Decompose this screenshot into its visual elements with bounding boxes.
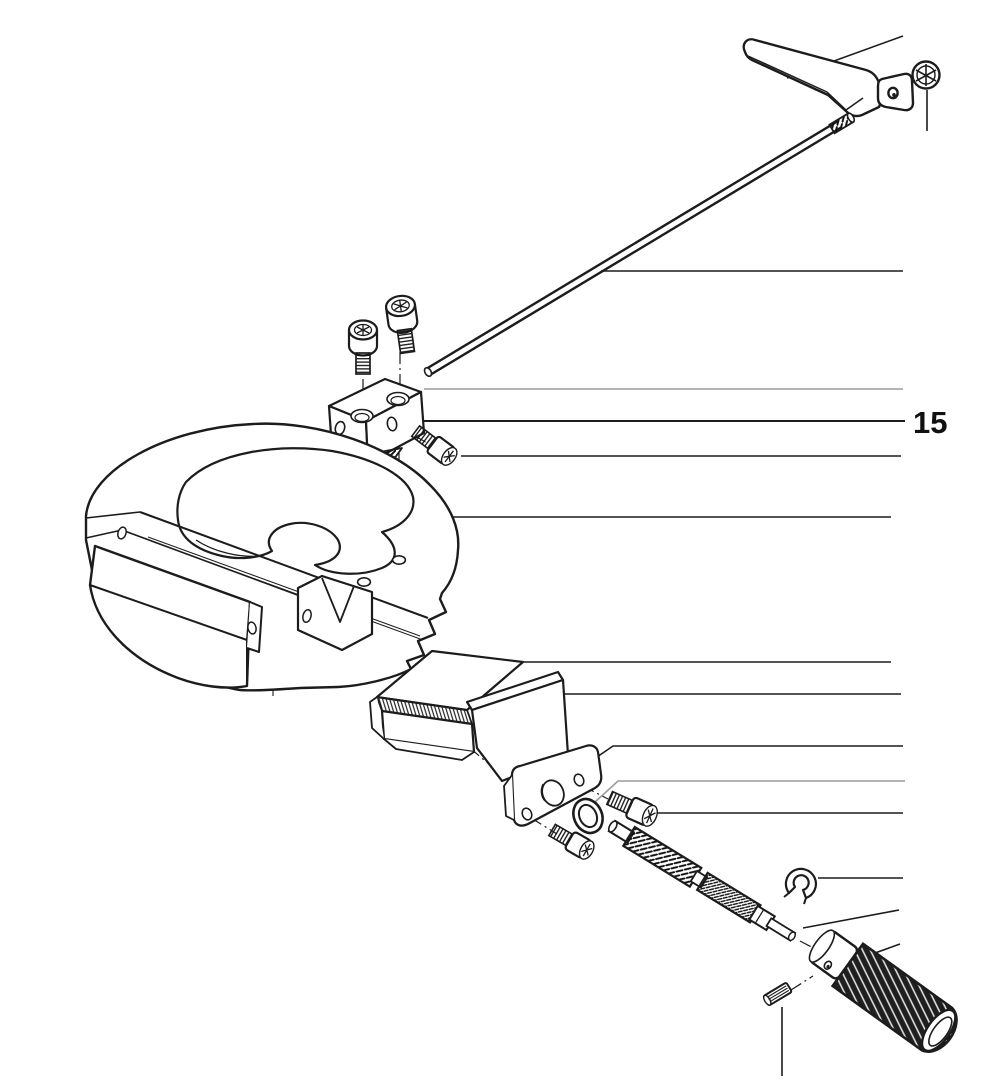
leader-line — [594, 780, 905, 803]
e-clip — [783, 867, 818, 905]
base-hole-channel — [117, 526, 127, 540]
guide-rod — [423, 112, 856, 378]
block-hole-front — [386, 416, 398, 432]
callout-15: 15 — [410, 405, 947, 440]
socket-screw-left — [347, 319, 379, 375]
socket-screw-right — [384, 294, 419, 355]
bar-hole — [247, 621, 257, 635]
socket-screw-side — [410, 424, 458, 466]
plate-hole-upper — [573, 773, 585, 787]
leader-lines — [424, 35, 928, 1076]
plate-hole-lower — [521, 807, 533, 821]
swivel-base — [84, 422, 460, 692]
end-plate — [503, 744, 603, 827]
callout-label: 15 — [913, 405, 947, 440]
leader-line — [802, 909, 900, 929]
lug-hole — [302, 608, 312, 624]
pan-head-screw — [911, 60, 941, 90]
lead-screw — [607, 819, 797, 942]
socket-screw-upper — [605, 790, 658, 827]
plate-hole-center — [541, 779, 565, 807]
base-hole-left — [356, 576, 372, 587]
base-hole-right — [391, 554, 407, 565]
socket-screw-lower — [547, 823, 595, 860]
serrated-jaw — [369, 649, 525, 761]
handle-lever — [742, 38, 915, 118]
grooved-pin — [762, 982, 793, 1006]
leader-line — [596, 745, 903, 758]
o-ring — [572, 797, 604, 835]
knurled-knob — [808, 929, 958, 1053]
